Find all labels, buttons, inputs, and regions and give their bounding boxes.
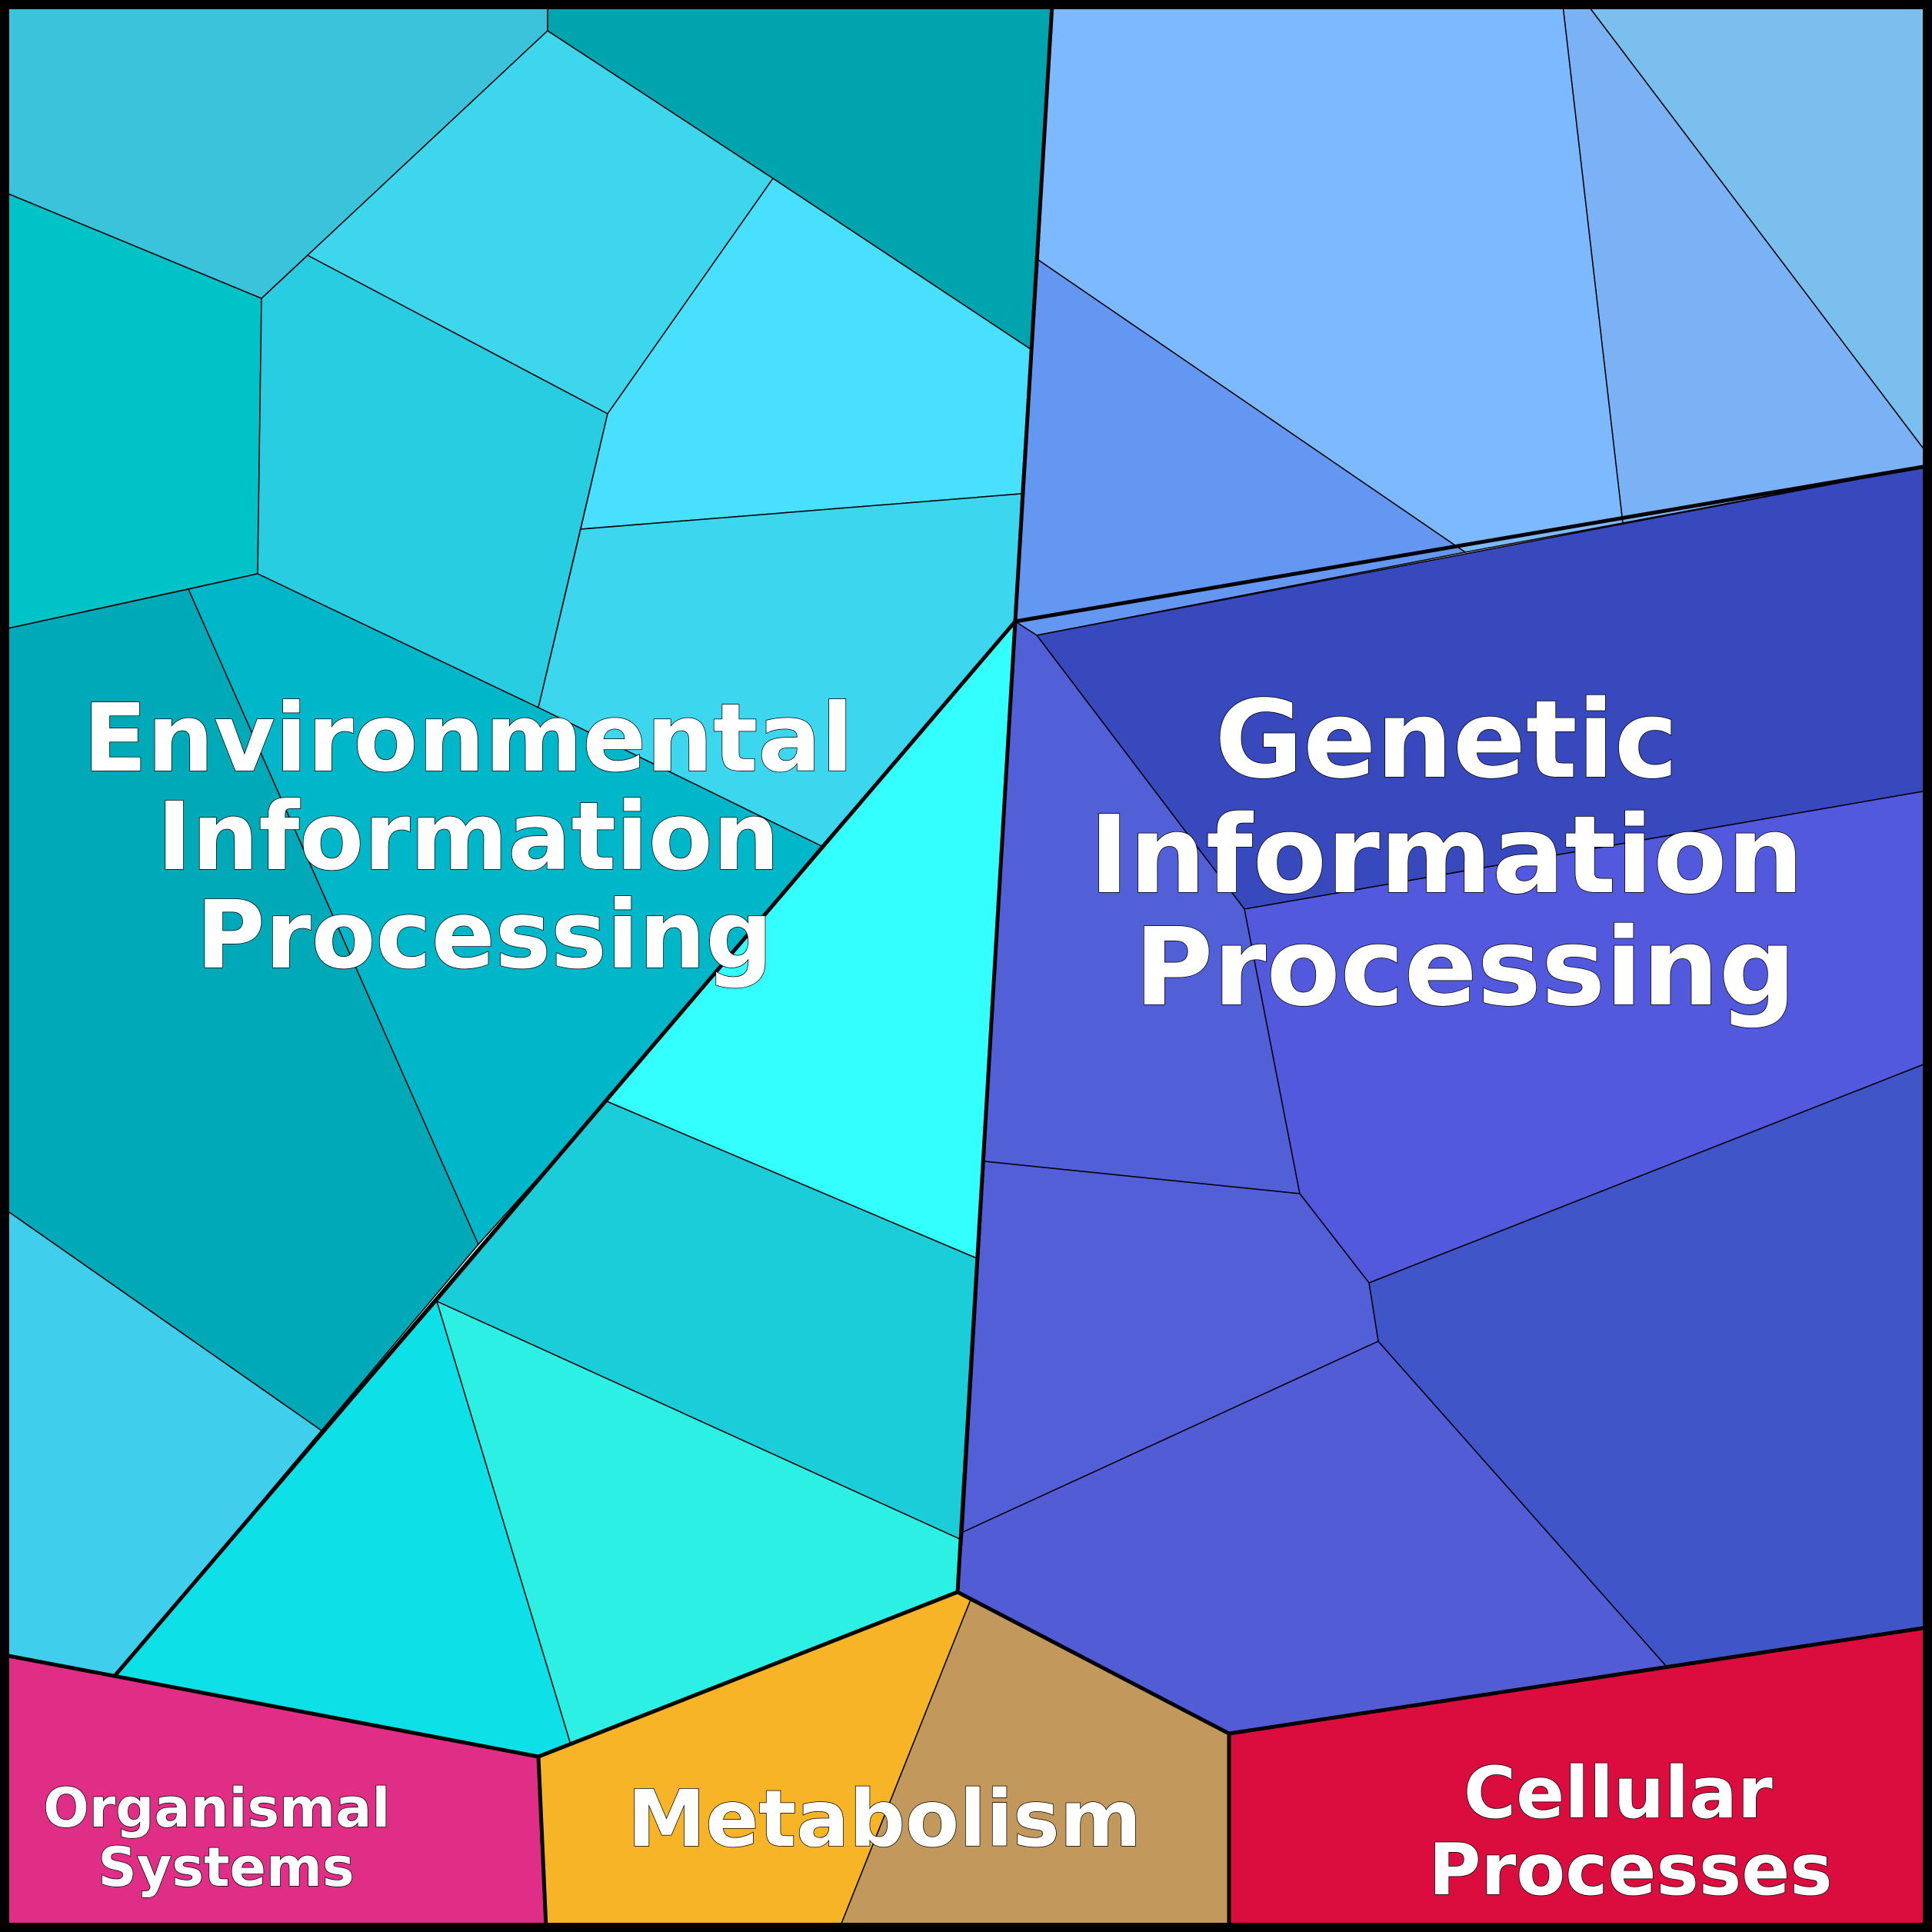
label-env-line-3: Processing	[196, 881, 773, 990]
label-organismal-systems: Organismal Systems	[43, 1777, 408, 1899]
label-gen-line-3: Processing	[1134, 905, 1796, 1031]
label-env-line-2: Information	[157, 782, 780, 891]
group-environmental-information-processing	[4, 4, 1053, 1757]
border-gen-internal	[1014, 464, 1928, 624]
label-cel-line-2: Processes	[1428, 1828, 1832, 1911]
label-gen-line-2: Information	[1089, 793, 1804, 918]
border-org-met	[536, 1756, 548, 1928]
group-genetic-information-processing	[957, 4, 1928, 1734]
border-env-internal	[114, 620, 1017, 1677]
label-gen-line-1: Genetic	[1214, 678, 1677, 803]
label-genetic-information-processing: Genetic Information Processing	[1089, 678, 1841, 1031]
label-metabolism: Metabolism	[628, 1774, 1141, 1865]
label-met-line-1: Metabolism	[628, 1774, 1141, 1865]
label-env-line-1: Environmental	[83, 684, 854, 793]
border-env-bottom	[4, 1590, 1928, 1759]
group-borders	[4, 4, 1928, 1928]
label-cellular-processes: Cellular Processes	[1428, 1751, 1832, 1911]
label-cel-line-1: Cellular	[1464, 1751, 1773, 1834]
label-org-line-1: Organismal	[43, 1777, 390, 1840]
label-org-line-2: Systems	[98, 1836, 354, 1899]
label-environmental-information-processing: Environmental Information Processing	[83, 684, 886, 990]
